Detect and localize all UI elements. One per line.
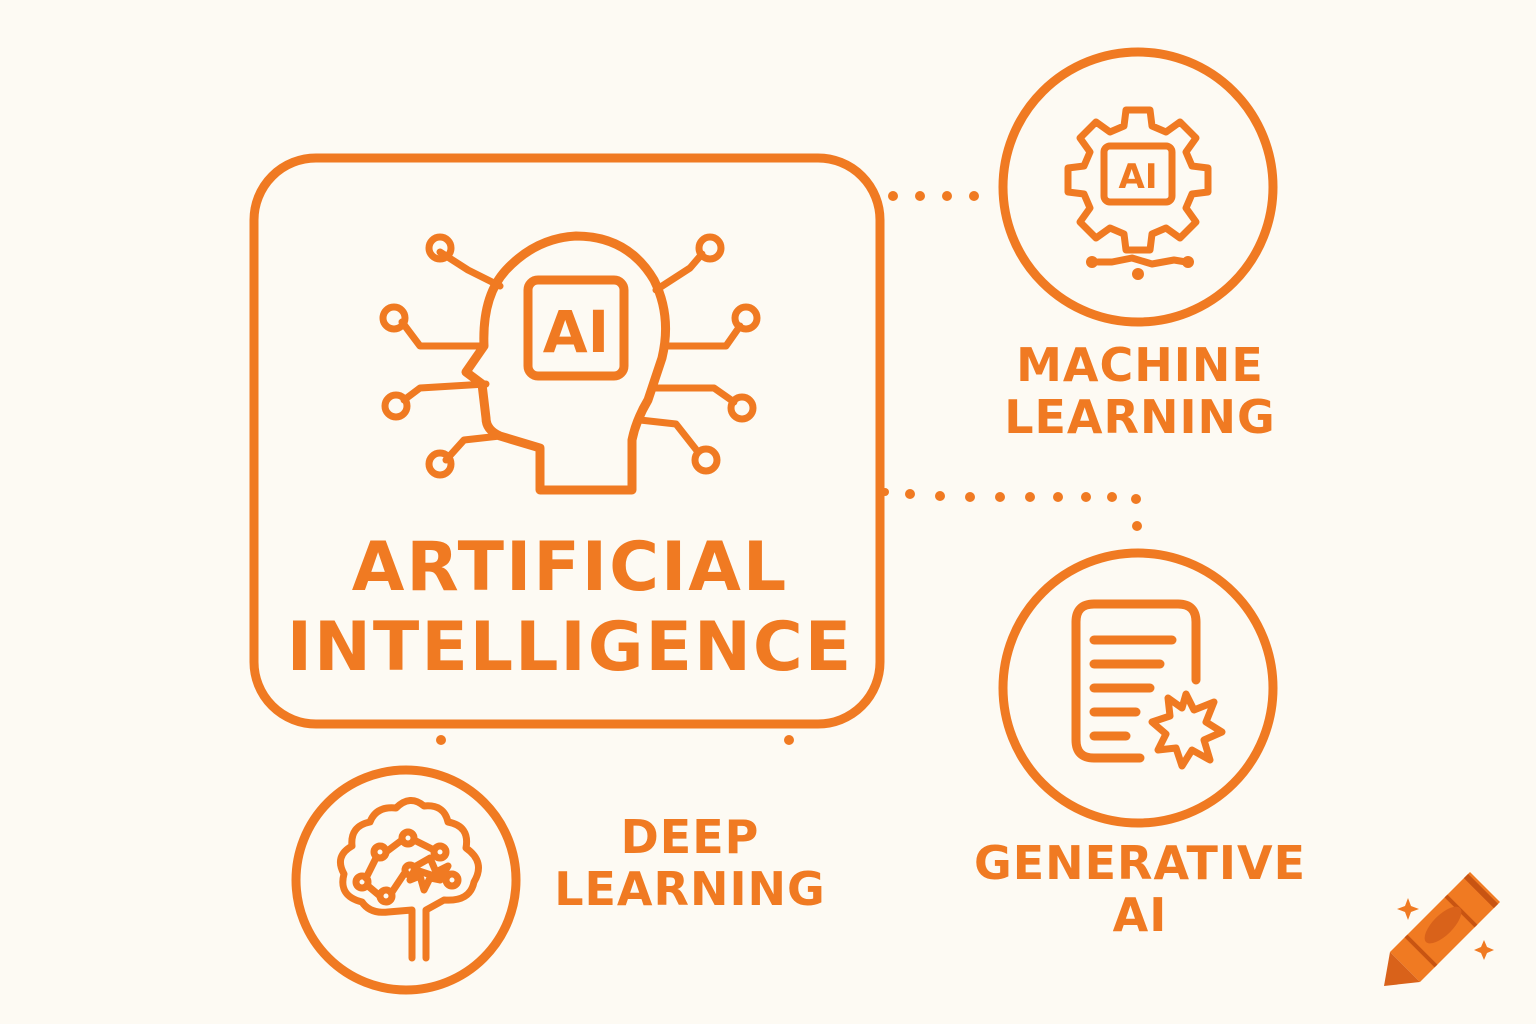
dl-title-line1: DEEP	[620, 810, 760, 864]
crayon-icon	[1384, 872, 1500, 986]
dl-circle	[291, 765, 521, 995]
ai-gear-icon: AI	[1064, 106, 1212, 280]
ai-chip-text: AI	[543, 298, 609, 366]
ga-title: GENERATIVE AI	[960, 836, 1320, 942]
ga-title-line2: AI	[1112, 887, 1168, 942]
ml-circle	[998, 47, 1278, 327]
neural-tree-icon	[336, 797, 482, 962]
ml-title-line1: MACHINE	[1016, 338, 1264, 392]
ai-head-circuit-icon: AI	[379, 231, 761, 495]
connector-ai-dl	[436, 735, 794, 745]
dl-title: DEEP LEARNING	[525, 810, 855, 916]
connector-ai-ga	[881, 488, 1142, 531]
ga-circle	[998, 548, 1278, 828]
ml-chip-text: AI	[1119, 157, 1158, 197]
ai-title-line2: INTELLIGENCE	[286, 607, 854, 687]
document-spark-icon	[1071, 599, 1226, 770]
ga-title-line1: GENERATIVE	[973, 836, 1307, 890]
ai-title-line1: ARTIFICIAL	[351, 528, 789, 607]
connector-ai-ml	[888, 191, 979, 201]
ai-box	[249, 153, 885, 729]
dl-title-line2: LEARNING	[554, 861, 826, 916]
ai-title: ARTIFICIAL INTELLIGENCE	[280, 528, 860, 687]
ml-title: MACHINE LEARNING	[975, 338, 1305, 444]
ml-title-line2: LEARNING	[1004, 389, 1276, 444]
